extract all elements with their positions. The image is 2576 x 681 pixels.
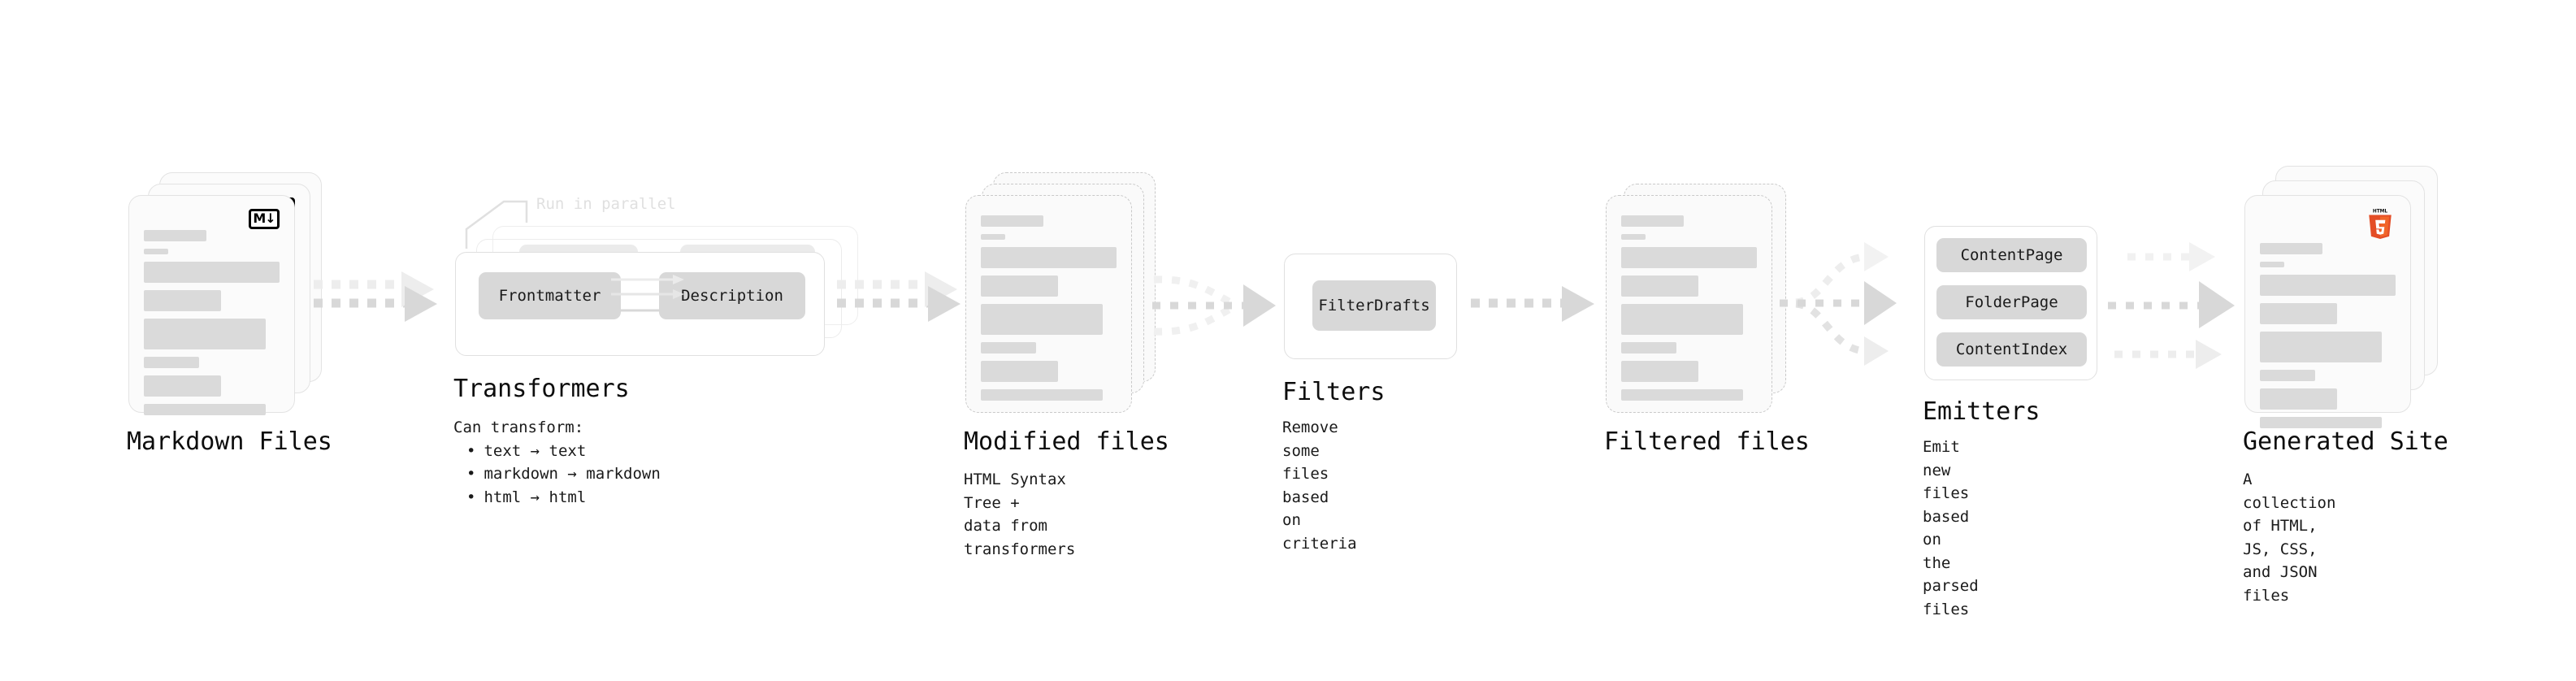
placeholder-bar (1621, 304, 1744, 335)
stage-subtitle-filters: Remove some files based on criteria (1282, 419, 1357, 553)
connector-filtered-to-emitters (1780, 242, 1897, 366)
modified-file-card-front[interactable] (965, 195, 1132, 413)
placeholder-bar (144, 262, 280, 283)
transformers-bullets: Can transform: text → text markdown → ma… (453, 416, 661, 509)
placeholder-bar (2260, 388, 2338, 410)
placeholder-bar (144, 357, 200, 368)
placeholder-bar (2260, 370, 2316, 381)
placeholder-bar (981, 275, 1059, 297)
stage-subtitle-modified-files: HTML Syntax Tree + data from transformer… (964, 471, 1076, 558)
stage-title-filtered-files: Filtered files (1604, 427, 1810, 456)
placeholder-bar (144, 249, 169, 254)
stage-title-transformers: Transformers (453, 375, 630, 403)
run-in-parallel-label: Run in parallel (536, 195, 676, 213)
placeholder-bar (981, 342, 1037, 354)
connector-markdown-to-transformers (314, 271, 437, 322)
filters-group[interactable]: FilterDrafts (1284, 254, 1457, 359)
stage-subtitle-emitters: Emit new files based on the parsed files (1923, 438, 1979, 618)
placeholder-bar (144, 404, 267, 415)
file-content-placeholder (1621, 215, 1757, 401)
placeholder-bar (144, 319, 267, 349)
svg-text:HTML: HTML (2373, 209, 2388, 214)
stage-title-filters: Filters (1282, 378, 1386, 406)
placeholder-bar (2260, 275, 2396, 296)
file-content-placeholder (2260, 243, 2396, 428)
placeholder-bar (1621, 234, 1646, 240)
placeholder-bar (2260, 243, 2322, 254)
bullet-item: text → text (466, 440, 661, 463)
transformer-pill-frontmatter[interactable]: Frontmatter (479, 272, 621, 319)
transformer-inner-arrows (611, 275, 684, 315)
transformer-group-front[interactable]: Frontmatter Description (455, 252, 825, 356)
html5-badge-slot: HTML (2361, 206, 2399, 241)
bullets-lead: Can transform: (453, 419, 584, 436)
placeholder-bar (1621, 247, 1757, 268)
bullet-item: markdown → markdown (466, 462, 660, 486)
markdown-badge-front: M↓ (247, 206, 281, 231)
bullets-list: text → text markdown → markdown html → h… (453, 440, 661, 510)
placeholder-bar (1621, 389, 1744, 401)
placeholder-bar (981, 215, 1043, 227)
emitter-pill-folderpage[interactable]: FolderPage (1936, 285, 2087, 319)
generated-file-card-front[interactable]: HTML (2244, 195, 2411, 428)
connector-modified-to-filters (1152, 275, 1276, 336)
placeholder-bar (981, 304, 1104, 335)
transformer-pill-description[interactable]: Description (659, 272, 805, 319)
connector-emitters-to-site (2108, 242, 2235, 369)
run-in-parallel-bracket (465, 200, 528, 249)
stage-title-generated-site: Generated Site (2243, 427, 2448, 456)
placeholder-bar (144, 375, 222, 397)
placeholder-bar (1621, 275, 1699, 297)
placeholder-bar (2260, 303, 2338, 324)
file-content-placeholder (144, 230, 280, 415)
placeholder-bar (981, 389, 1104, 401)
placeholder-bar (144, 290, 222, 311)
filter-pill-filterdrafts[interactable]: FilterDrafts (1312, 280, 1436, 331)
bullet-item: html → html (466, 486, 661, 510)
connector-transformers-to-modified (837, 271, 961, 322)
emitter-pill-contentindex[interactable]: ContentIndex (1936, 332, 2087, 367)
placeholder-bar (2260, 332, 2383, 362)
placeholder-bar (981, 234, 1006, 240)
placeholder-bar (2260, 417, 2383, 428)
stage-title-modified-files: Modified files (964, 427, 1169, 456)
file-content-placeholder (981, 215, 1117, 401)
placeholder-bar (981, 247, 1117, 268)
emitters-group[interactable]: ContentPage FolderPage ContentIndex (1924, 226, 2097, 380)
stage-title-markdown-files: Markdown Files (127, 427, 332, 456)
emitter-pill-contentpage[interactable]: ContentPage (1936, 238, 2087, 272)
placeholder-bar (981, 361, 1059, 382)
placeholder-bar (1621, 215, 1684, 227)
markdown-file-card-front[interactable]: M↓ (128, 195, 295, 415)
html5-icon: HTML (2369, 209, 2392, 239)
stage-subtitle-generated-site: A collection of HTML, JS, CSS, and JSON … (2243, 471, 2336, 605)
filtered-file-card-front[interactable] (1606, 195, 1772, 413)
placeholder-bar (1621, 342, 1677, 354)
stage-title-emitters: Emitters (1923, 397, 2040, 426)
placeholder-bar (144, 230, 206, 241)
placeholder-bar (2260, 262, 2285, 267)
connector-filters-to-filtered (1471, 286, 1594, 322)
placeholder-bar (1621, 361, 1699, 382)
